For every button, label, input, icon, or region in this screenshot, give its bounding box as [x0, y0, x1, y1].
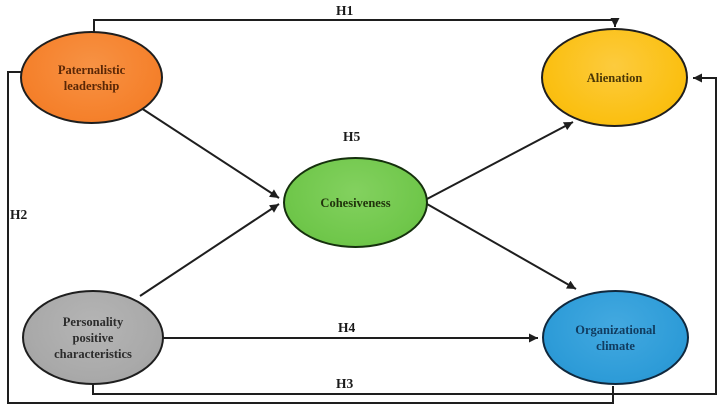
- node-label-line: Personality: [62, 314, 124, 329]
- edge-paternalistic-to-cohesiveness-line: [137, 105, 280, 199]
- node-organizational-climate: Organizational climate: [542, 290, 689, 385]
- node-label-line: characteristics: [54, 346, 132, 361]
- node-cohesiveness: Cohesiveness: [283, 157, 428, 248]
- edge-h2-line: [7, 71, 614, 404]
- node-alienation: Alienation: [541, 28, 688, 127]
- node-label-line: climate: [596, 338, 635, 353]
- node-label-line: positive: [72, 330, 114, 345]
- node-label-line: Paternalistic: [57, 62, 126, 77]
- edge-h1-line: [93, 18, 620, 33]
- hypothesis-label-h2: H2: [10, 207, 28, 222]
- node-label-line: Organizational: [575, 322, 656, 337]
- hypothesis-label-h1: H1: [336, 3, 354, 18]
- edge-h3-line: [92, 73, 717, 395]
- hypothesis-label-h4: H4: [338, 320, 356, 335]
- hypothesis-label-h5: H5: [343, 129, 361, 144]
- node-label-line: leadership: [63, 78, 120, 93]
- node-paternalistic-leadership: Paternalistic leadership: [20, 31, 163, 124]
- edge-cohesiveness-to-alienation-line: [426, 121, 574, 200]
- hypothesis-label-h3: H3: [336, 376, 354, 391]
- edge-cohesiveness-to-climate-line: [426, 203, 577, 290]
- edge-personality-to-cohesiveness-line: [139, 203, 280, 297]
- node-label-line: Cohesiveness: [320, 195, 391, 210]
- node-label-line: Alienation: [586, 70, 643, 85]
- node-personality-positive-characteristics: Personality positive characteristics: [22, 290, 164, 385]
